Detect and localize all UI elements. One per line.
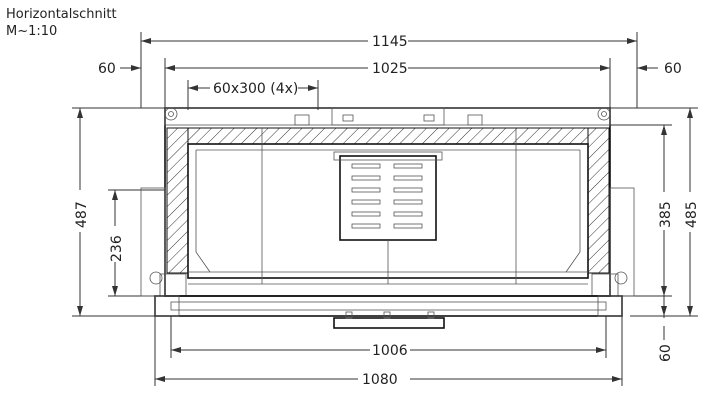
dimension-left-height: 487	[72, 107, 165, 317]
stove-section	[140, 107, 635, 329]
dimension-bottom-outer: 1080	[154, 316, 623, 388]
dimension-inner-width: 60 1025 60	[98, 58, 682, 108]
dimension-right-height: 485	[610, 107, 700, 317]
dim-label-236: 236	[109, 235, 125, 262]
dim-label-bottom-60: 60	[658, 344, 674, 362]
drawing-scale: M~1:10	[6, 24, 57, 39]
dim-label-1145: 1145	[372, 34, 408, 50]
dim-label-1006: 1006	[372, 343, 408, 359]
dim-label-brick: 60x300 (4x)	[213, 81, 298, 97]
dim-label-385: 385	[658, 201, 674, 228]
dimension-bottom-right-60: 60	[658, 296, 674, 362]
dim-label-1080: 1080	[362, 372, 398, 388]
dim-label-485: 485	[684, 201, 700, 228]
dim-label-left-60: 60	[98, 61, 116, 77]
dimension-brick: 60x300 (4x)	[187, 80, 319, 110]
vent-slots	[351, 163, 423, 229]
dim-label-right-60: 60	[664, 61, 682, 77]
drawing-title: Horizontalschnitt	[6, 7, 117, 22]
dimension-overall-width: 1145	[140, 32, 638, 108]
dim-label-487: 487	[74, 201, 90, 228]
dimension-bottom-inner: 1006	[170, 316, 607, 359]
dimension-right-inner-height: 385	[610, 124, 674, 297]
dim-label-1025: 1025	[372, 61, 408, 77]
dimension-left-inner-height: 236	[108, 189, 165, 297]
